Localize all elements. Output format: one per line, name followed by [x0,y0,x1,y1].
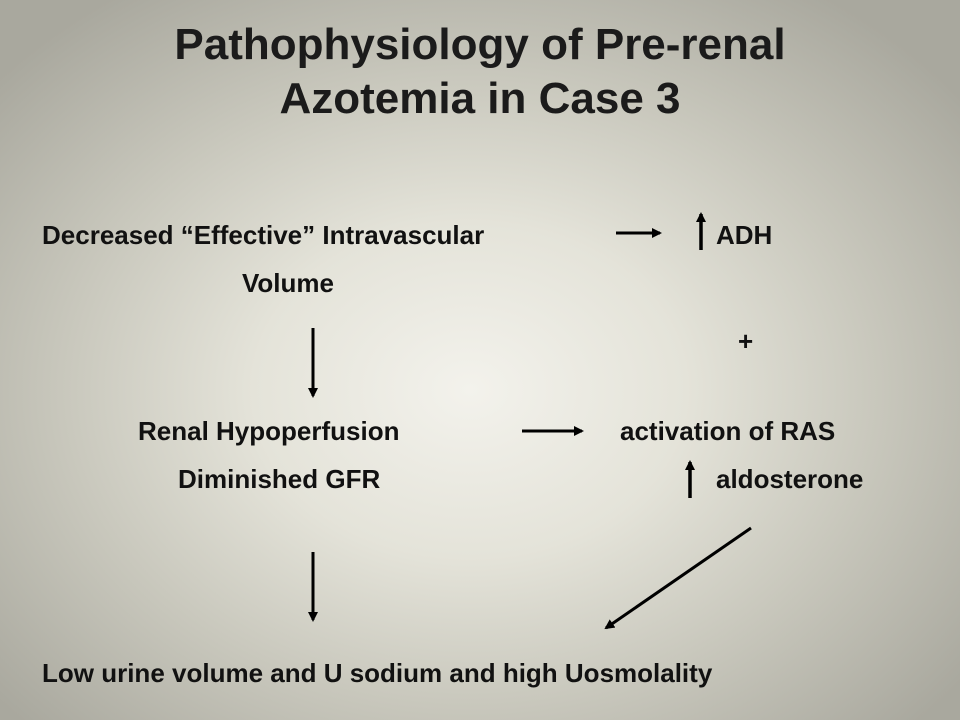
diminished-gfr-label: Diminished GFR [178,464,381,494]
outcome-label: Low urine volume and U sodium and high U… [42,658,713,688]
title-line-1: Pathophysiology of Pre-renal [174,20,786,69]
slide-title: Pathophysiology of Pre-renal Azotemia in… [0,18,960,126]
plus-sign: + [738,326,754,356]
activation-ras-label: activation of RAS [620,416,836,446]
decreased-volume-label-line2: Volume [242,268,334,298]
renal-hypoperfusion-label: Renal Hypoperfusion [138,416,400,446]
arrow-aldosterone-to-outcome [604,526,752,630]
aldosterone-label: aldosterone [716,464,864,494]
adh-label: ADH [716,220,773,250]
decreased-volume-label-line1: Decreased “Effective” Intravascular [42,220,485,250]
title-line-2: Azotemia in Case 3 [279,74,681,123]
